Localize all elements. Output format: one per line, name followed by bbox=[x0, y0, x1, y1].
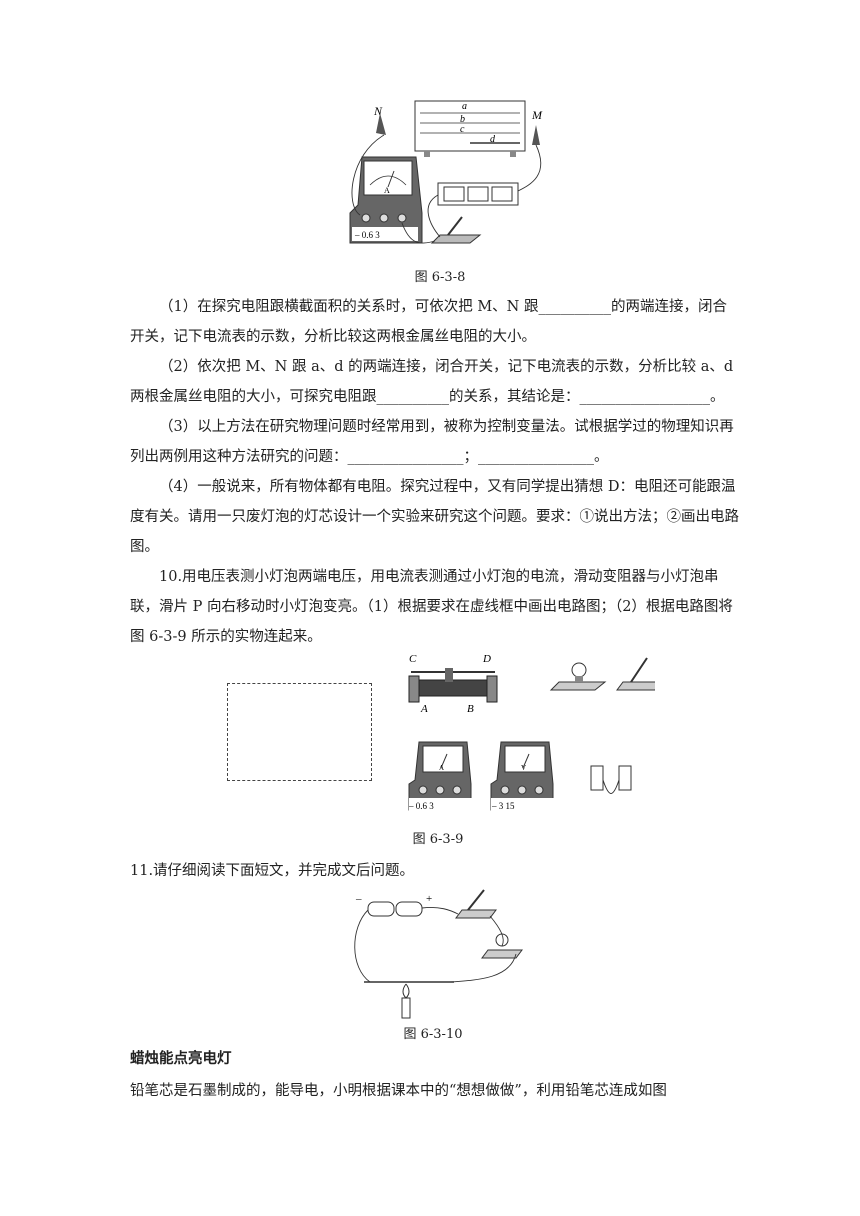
battery-1 bbox=[367, 901, 395, 917]
question-part-4: （4）一般说来，所有物体都有电阻。探究过程中，又有同学提出猜想 D：电阻还可能跟… bbox=[130, 479, 739, 555]
figure-6-3-9: C D A B A – 0.6 3 V – 3 15 bbox=[408, 653, 655, 812]
wire-b-label: b bbox=[460, 114, 465, 125]
question-11: 11.请仔细阅读下面短文，并完成文后问题。 bbox=[130, 863, 415, 879]
label-m: M bbox=[531, 108, 543, 122]
ammeter-terminals: – 0.6 3 bbox=[354, 230, 380, 240]
rheostat-b: B bbox=[467, 703, 474, 715]
wire-a-label: a bbox=[462, 101, 467, 112]
question-part-1: （1）在探究电阻跟横截面积的关系时，可依次把 M、N 跟__________的两… bbox=[130, 299, 727, 345]
ammeter-2-terminals: – 0.6 3 bbox=[408, 801, 434, 811]
voltmeter: V – 3 15 bbox=[490, 741, 555, 812]
switch-3 bbox=[455, 889, 497, 919]
switch bbox=[430, 234, 482, 244]
article-heading: 蜡烛能点亮电灯 bbox=[130, 1051, 232, 1067]
figure-6-3-8: a b c d N M A – 0.6 3 bbox=[349, 100, 543, 244]
rheostat-a: A bbox=[420, 703, 428, 715]
question-part-2: （2）依次把 M、N 跟 a、d 的两端连接，闭合开关，记下电流表的示数，分析比… bbox=[130, 359, 734, 405]
clip-n bbox=[376, 113, 386, 135]
article-first-line: 铅笔芯是石墨制成的，能导电，小明根据课本中的“想想做做”，利用铅笔芯连成如图 bbox=[130, 1083, 667, 1099]
voltmeter-terminals: – 3 15 bbox=[491, 801, 515, 811]
figure-6-3-10: – + bbox=[354, 889, 523, 1019]
figure-6-3-8-caption: 图 6-3-8 bbox=[414, 270, 466, 285]
rheostat-c: C bbox=[409, 653, 417, 665]
bulb bbox=[549, 662, 607, 691]
circuit-drawing-box bbox=[227, 683, 372, 781]
rheostat: C D A B bbox=[408, 653, 498, 715]
wire-d-label: d bbox=[490, 134, 496, 145]
question-10: 10.用电压表测小灯泡两端电压，用电流表测通过小灯泡的电流，滑动变阻器与小灯泡串… bbox=[130, 569, 733, 645]
figure-6-3-10-caption: 图 6-3-10 bbox=[403, 1027, 463, 1042]
label-n: N bbox=[373, 104, 383, 118]
candle bbox=[401, 983, 411, 1019]
voltmeter-v: V bbox=[521, 764, 526, 772]
ammeter-2-a: A bbox=[439, 764, 444, 772]
ammeter-a-label: A bbox=[384, 186, 390, 195]
battery-plus: + bbox=[426, 893, 432, 905]
question-part-3: （3）以上方法在研究物理问题时经常用到，被称为控制变量法。试根据学过的物理知识再… bbox=[130, 419, 734, 465]
battery-2 bbox=[395, 901, 423, 917]
clip-m bbox=[532, 125, 540, 145]
battery-cells bbox=[590, 765, 632, 794]
ammeter-2: A – 0.6 3 bbox=[408, 741, 473, 812]
rheostat-d: D bbox=[482, 653, 491, 665]
battery-minus: – bbox=[355, 893, 362, 905]
switch-2 bbox=[616, 657, 655, 691]
wire-c-label: c bbox=[460, 124, 465, 135]
figure-6-3-9-caption: 图 6-3-9 bbox=[412, 832, 464, 847]
